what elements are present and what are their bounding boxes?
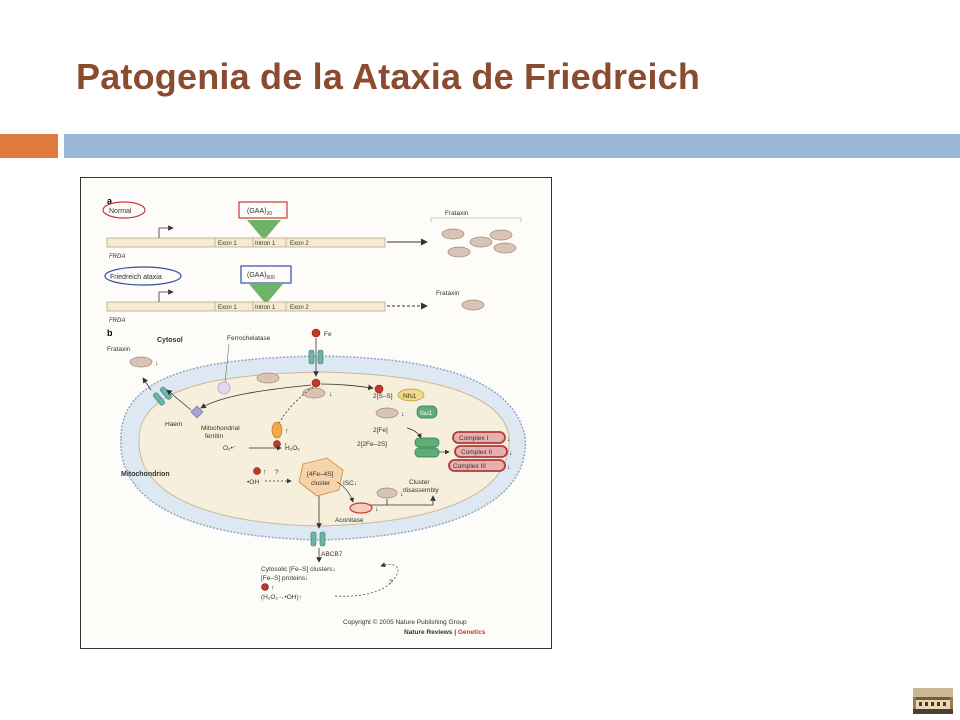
abcb7-transporter	[310, 531, 326, 547]
cytosol-label: Cytosol	[157, 337, 183, 344]
exon1-normal: Exon 1	[218, 241, 237, 247]
cluster-label-1: [4Fe–4S]	[307, 471, 334, 478]
exon2-normal: Exon 2	[290, 241, 309, 247]
svg-text:↓: ↓	[400, 491, 404, 498]
frataxin-pathogenesis-figure: a Normal (GAA)20 Exon 1 Intron 1 Exon 2 …	[80, 177, 552, 649]
repeat-normal-text: (GAA)20	[247, 208, 272, 217]
svg-text:↓: ↓	[329, 391, 333, 398]
isu-dimer	[414, 437, 440, 458]
mitochondrion-label: Mitochondrion	[121, 471, 170, 478]
exon1-disease: Exon 1	[218, 305, 237, 311]
svg-text:↓: ↓	[155, 360, 159, 367]
normal-oval	[102, 201, 146, 219]
tss-arrow-disease	[158, 289, 174, 302]
intron1-disease: Intron 1	[255, 305, 276, 311]
aconitase-label: Aconitase	[335, 517, 364, 524]
haem-label: Haem	[165, 421, 182, 428]
gene-name-normal: FRDA	[109, 254, 125, 260]
ferrochelatase-label: Ferrochelatase	[227, 335, 271, 342]
fe-label: Fe	[324, 331, 332, 338]
mito-ferritin-label-2: ferritin	[205, 433, 223, 440]
mitochondrial-matrix	[138, 371, 510, 527]
cluster-dis-label-1: Cluster	[409, 479, 430, 486]
svg-text:↓: ↓	[401, 411, 405, 418]
mito-ferritin	[271, 421, 283, 439]
repeat-triangle-normal	[247, 220, 281, 240]
svg-text:↓: ↓	[375, 506, 379, 513]
two-fe-label: 2[Fe]	[373, 427, 388, 434]
svg-text:↓: ↓	[507, 436, 511, 443]
frataxin-label-disease: Frataxin	[436, 290, 460, 297]
exon2-disease: Exon 2	[290, 305, 309, 311]
svg-text:↑: ↑	[271, 585, 275, 592]
frataxin-matrix-2	[302, 387, 326, 399]
cyto-line-1: Cytosolic [Fe–S] clusters↓	[261, 566, 336, 573]
svg-text:Complex II: Complex II	[461, 449, 492, 456]
nfs1-label: Nfs1	[403, 393, 417, 400]
ss-label: 2[S–S]	[373, 393, 393, 400]
mito-ferritin-label-1: Mitochondrial	[201, 425, 240, 432]
intron1-normal: Intron 1	[255, 241, 276, 247]
hydroxyl-label: •OH	[247, 479, 259, 486]
fe4s4-cluster	[298, 457, 344, 497]
haem-molecule	[190, 405, 204, 419]
svg-text:↑: ↑	[285, 428, 289, 435]
slide-title: Patogenia de la Ataxia de Friedreich	[76, 56, 701, 97]
building-thumbnail-image	[913, 688, 953, 714]
normal-label: Normal	[109, 208, 132, 215]
panel-b-label: b	[107, 328, 113, 338]
repeat-box-normal	[238, 201, 288, 219]
aconitase-protein	[349, 502, 373, 514]
respiratory-complexes: Complex I ↓ Complex II ↓ Complex III ↓	[448, 431, 513, 472]
repeat-disease-text: (GAA)500	[247, 272, 275, 281]
frataxin-label-normal: Frataxin	[445, 210, 469, 217]
disease-oval	[104, 266, 182, 286]
two-fe2s-label: 2[2Fe–2S]	[357, 441, 387, 448]
iron-transporter	[308, 349, 324, 365]
repeat-box-disease	[240, 265, 292, 284]
svg-text:↓: ↓	[509, 450, 513, 457]
panel-a-label: a	[107, 196, 113, 206]
gene-bar-disease	[106, 301, 386, 312]
h2o2-label: H₂O₂	[285, 445, 300, 452]
frataxin-proteins-normal	[441, 228, 517, 258]
abcb7-label: ABCB7	[321, 551, 343, 558]
frataxin-matrix-1	[256, 372, 280, 384]
copyright-text: Copyright © 2005 Nature Publishing Group	[343, 618, 467, 626]
tss-arrow-normal	[158, 225, 174, 238]
svg-text:↑: ↑	[263, 469, 267, 476]
svg-text:Complex III: Complex III	[453, 463, 486, 470]
cyto-line-2: [Fe–S] proteins↓	[261, 575, 308, 582]
svg-text:↓: ↓	[507, 464, 511, 471]
isu-label: Isu1	[420, 410, 433, 417]
journal-credit: Nature Reviews | Genetics	[404, 629, 486, 636]
frataxin-protein-disease	[461, 299, 485, 311]
fe-ion-matrix	[311, 378, 321, 388]
cluster-dis-label-2: disassembly	[403, 487, 440, 494]
cluster-label-2: cluster	[311, 480, 331, 487]
gene-name-disease: FRDA	[109, 318, 125, 324]
svg-text:Complex I: Complex I	[459, 435, 488, 442]
superoxide-label: O₂•⁻	[223, 445, 237, 452]
isu-protein	[416, 405, 438, 419]
question-mark-1: ?	[275, 469, 279, 476]
gene-bar-normal	[106, 237, 386, 248]
accent-bar-orange	[0, 134, 58, 158]
accent-bar-blue	[64, 134, 960, 158]
question-mark-2: ?	[389, 579, 393, 586]
svg-text:↑: ↑	[284, 442, 288, 449]
isc-label: ISC↓	[343, 480, 357, 487]
figure-canvas: a Normal (GAA)20 Exon 1 Intron 1 Exon 2 …	[102, 196, 527, 636]
repeat-triangle-disease	[249, 284, 283, 304]
fe-ion	[311, 328, 321, 338]
frataxin-cytosol	[129, 356, 153, 368]
ferrochelatase-enzyme	[217, 381, 231, 395]
frataxin-label-b: Frataxin	[107, 346, 131, 353]
disease-label: Friedreich ataxia	[110, 274, 162, 281]
nfs1-protein	[397, 388, 425, 402]
cyto-line-3: (H₂O₂→•OH)↑	[261, 594, 302, 601]
